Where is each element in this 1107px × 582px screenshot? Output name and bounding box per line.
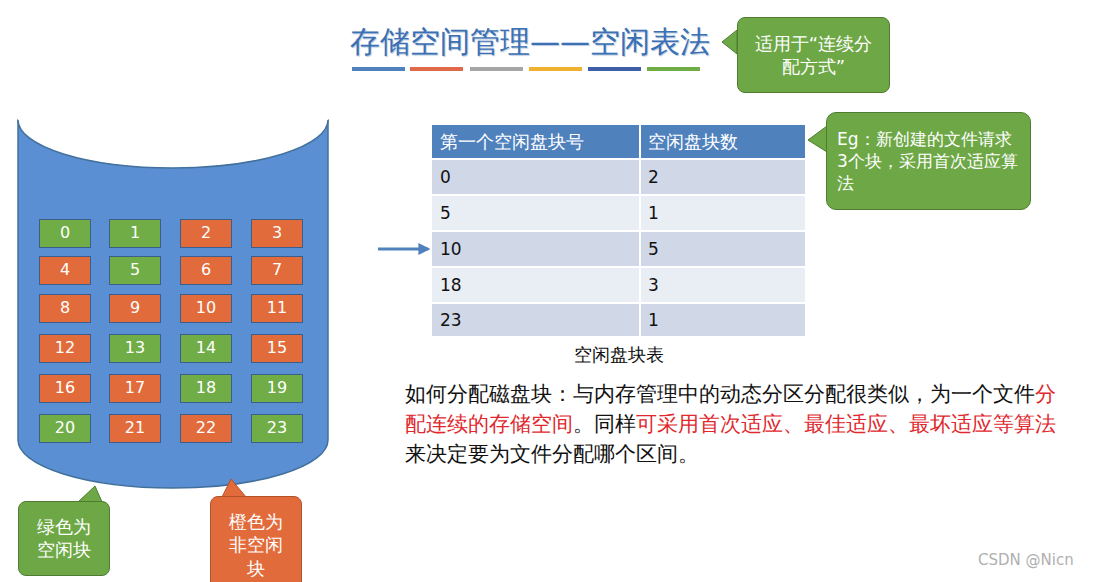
body-text: 如何分配磁盘块：与内存管理中的动态分区分配很类似，为一个文件 [405, 382, 1035, 406]
disk-block: 10 [180, 294, 232, 323]
node-text: 17 [125, 378, 145, 399]
table-cell: 18 [440, 268, 462, 302]
node-text: 18 [196, 378, 216, 399]
node-text: 5 [130, 260, 140, 281]
disk-block: 17 [109, 374, 161, 403]
node-text: 16 [55, 378, 75, 399]
disk-block: 21 [109, 414, 161, 443]
watermark: CSDN @Nicn [978, 551, 1074, 569]
title-bar [410, 67, 463, 71]
node-text: 适用于“连续分配方式” [748, 32, 879, 79]
callout-tail [808, 126, 827, 152]
disk-block: 1 [109, 219, 161, 248]
disk-block: 8 [39, 294, 91, 323]
table-row [432, 304, 805, 336]
node-text: 6 [201, 260, 211, 281]
node-text: 23 [267, 418, 287, 439]
disk-block: 5 [109, 256, 161, 285]
disk-block: 0 [39, 219, 91, 248]
node-text: 1 [130, 223, 140, 244]
table-row [432, 160, 805, 194]
node-text: 13 [125, 338, 145, 359]
disk-block: 16 [39, 374, 91, 403]
table-cell: 2 [648, 160, 659, 194]
node-text: 7 [272, 260, 282, 281]
disk-block: 23 [251, 414, 303, 443]
table-cell: 0 [440, 160, 451, 194]
node-text: 8 [60, 298, 70, 319]
table-row [432, 196, 805, 230]
node-text: 2 [201, 223, 211, 244]
table-row [432, 268, 805, 302]
disk-block: 14 [180, 334, 232, 363]
disk-block: 4 [39, 256, 91, 285]
table-header [432, 125, 805, 158]
disk-block: 6 [180, 256, 232, 285]
table-cell: 3 [648, 268, 659, 302]
disk-block: 18 [180, 374, 232, 403]
title-bar [529, 67, 582, 71]
node-text: 15 [267, 338, 287, 359]
node-text: 10 [196, 298, 216, 319]
disk-block: 20 [39, 414, 91, 443]
title-bar [470, 67, 523, 71]
note-callout: 适用于“连续分配方式” [737, 17, 890, 93]
explanation-paragraph: 如何分配磁盘块：与内存管理中的动态分区分配很类似，为一个文件分配连续的存储空间。… [405, 379, 1070, 469]
disk-top-edge [18, 120, 328, 168]
node-text: 11 [267, 298, 287, 319]
disk-block: 11 [251, 294, 303, 323]
table-cell: 5 [648, 232, 659, 266]
node-text: 绿色为空闲块 [31, 515, 97, 562]
node-text: 9 [130, 298, 140, 319]
table-cell: 5 [440, 196, 451, 230]
node-text: 3 [272, 223, 282, 244]
callout-tail [722, 30, 737, 54]
title: 存储空间管理——空闲表法 [0, 22, 1060, 63]
disk-block: 3 [251, 219, 303, 248]
table-cell: 1 [648, 304, 659, 336]
table-cell: 1 [648, 196, 659, 230]
title-bar [352, 67, 405, 71]
table-caption: 空闲盘块表 [432, 343, 805, 367]
node-text: 0 [60, 223, 70, 244]
disk-top [18, 72, 328, 168]
table-header-cell: 第一个空闲盘块号 [440, 125, 584, 158]
node-text: 14 [196, 338, 216, 359]
disk-block: 7 [251, 256, 303, 285]
callout-tail [78, 486, 102, 502]
pointer-arrow [378, 248, 428, 251]
disk-block: 12 [39, 334, 91, 363]
table-divider [639, 125, 641, 336]
title-bar [588, 67, 641, 71]
table-cell: 10 [440, 232, 462, 266]
node-text: 12 [55, 338, 75, 359]
disk-block: 19 [251, 374, 303, 403]
body-text: 。同样 [573, 412, 636, 436]
body-text: 来决定要为文件分配哪个区间。 [405, 442, 699, 466]
table-row [432, 232, 805, 266]
callout-tail [222, 479, 246, 497]
node-text: 22 [196, 418, 216, 439]
disk-block: 15 [251, 334, 303, 363]
disk-block: 13 [109, 334, 161, 363]
node-text: 4 [60, 260, 70, 281]
disk-cylinder [18, 120, 328, 488]
node-text: 橙色为非空闲块 [223, 510, 289, 580]
highlight-text: 可采用首次适应、最佳适应、最坏适应等算法 [636, 412, 1056, 436]
title-bar [647, 67, 700, 71]
table-cell: 23 [440, 304, 462, 336]
node-text: 19 [267, 378, 287, 399]
node-text: Eg：新创建的文件请求3个块，采用首次适应算法 [837, 128, 1020, 194]
table-header-cell: 空闲盘块数 [648, 125, 738, 158]
example-callout: Eg：新创建的文件请求3个块，采用首次适应算法 [826, 112, 1031, 210]
disk-block: 22 [180, 414, 232, 443]
disk-block: 9 [109, 294, 161, 323]
legend-callout: 橙色为非空闲块 [210, 496, 302, 582]
node-text: 20 [55, 418, 75, 439]
node-text: 21 [125, 418, 145, 439]
legend-callout: 绿色为空闲块 [18, 501, 110, 576]
disk-block: 2 [180, 219, 232, 248]
